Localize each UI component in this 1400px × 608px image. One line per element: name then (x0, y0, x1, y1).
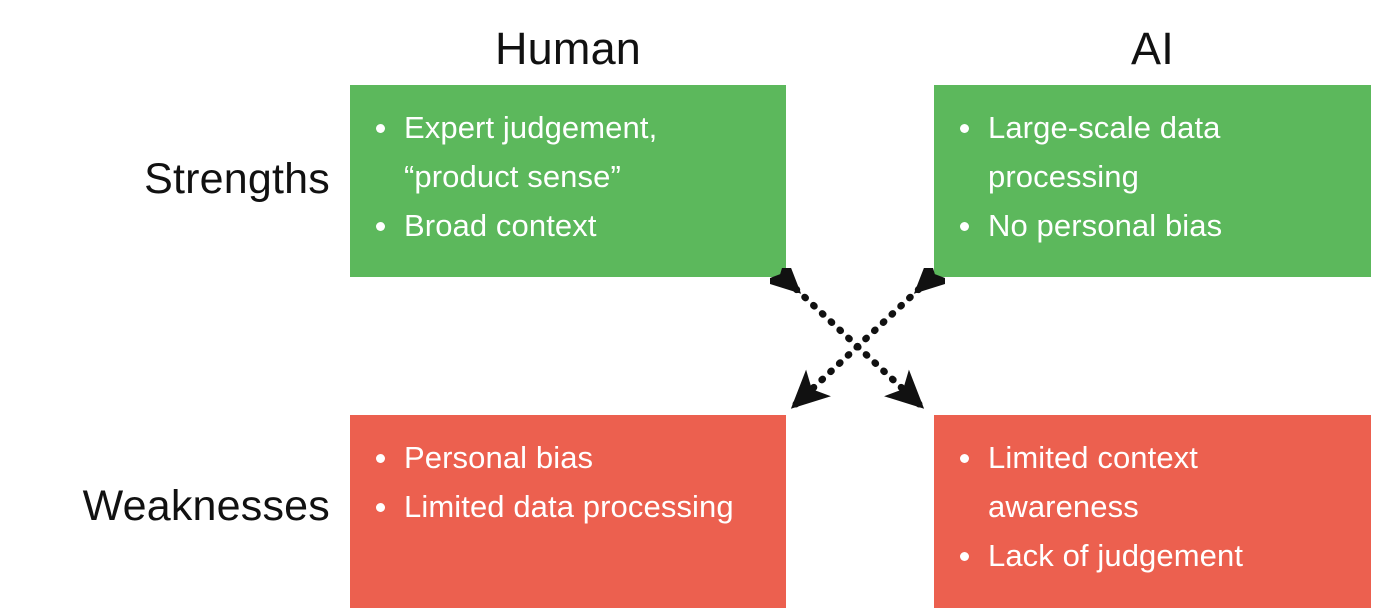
bullet-list: Limited context awareness Lack of judgem… (948, 433, 1357, 580)
list-item: Broad context (364, 201, 772, 250)
row-label-strengths: Strengths (144, 155, 330, 203)
crossing-arrows-connector: bottom-right --> bottom-left --> (770, 268, 945, 409)
list-item-text: Large-scale data processing (988, 110, 1221, 194)
list-item-text: Broad context (404, 208, 597, 243)
list-item: Large-scale data processing (948, 103, 1357, 201)
list-item: Lack of judgement (948, 531, 1357, 580)
bullet-dot-icon (960, 454, 969, 463)
list-item: Personal bias (364, 433, 772, 482)
cell-ai-weaknesses: Limited context awareness Lack of judgem… (934, 415, 1371, 608)
list-item-text: Limited data processing (404, 489, 734, 524)
bullet-list: Personal bias Limited data processing (364, 433, 772, 531)
list-item-text: Expert judgement, “product sense” (404, 110, 658, 194)
list-item-text: Limited context awareness (988, 440, 1198, 524)
bullet-dot-icon (376, 222, 385, 231)
row-label-weaknesses: Weaknesses (82, 482, 330, 530)
column-header-ai: AI (1131, 23, 1174, 74)
cell-human-weaknesses: Personal bias Limited data processing (350, 415, 786, 608)
bullet-list: Expert judgement, “product sense” Broad … (364, 103, 772, 250)
list-item: Limited data processing (364, 482, 772, 531)
arrow-ai-strengths-to-human-weaknesses (790, 268, 945, 409)
list-item: Expert judgement, “product sense” (364, 103, 772, 201)
list-item: No personal bias (948, 201, 1357, 250)
list-item-text: No personal bias (988, 208, 1223, 243)
cell-human-strengths: Expert judgement, “product sense” Broad … (350, 85, 786, 277)
list-item: Limited context awareness (948, 433, 1357, 531)
bullet-dot-icon (376, 124, 385, 133)
column-header-human: Human (494, 23, 642, 74)
list-item-text: Personal bias (404, 440, 594, 475)
bullet-dot-icon (960, 124, 969, 133)
bullet-dot-icon (376, 454, 385, 463)
bullet-dot-icon (376, 503, 385, 512)
bullet-list: Large-scale data processing No personal … (948, 103, 1357, 250)
bullet-dot-icon (960, 222, 969, 231)
cell-ai-strengths: Large-scale data processing No personal … (934, 85, 1371, 277)
list-item-text: Lack of judgement (988, 538, 1244, 573)
bullet-dot-icon (960, 552, 969, 561)
